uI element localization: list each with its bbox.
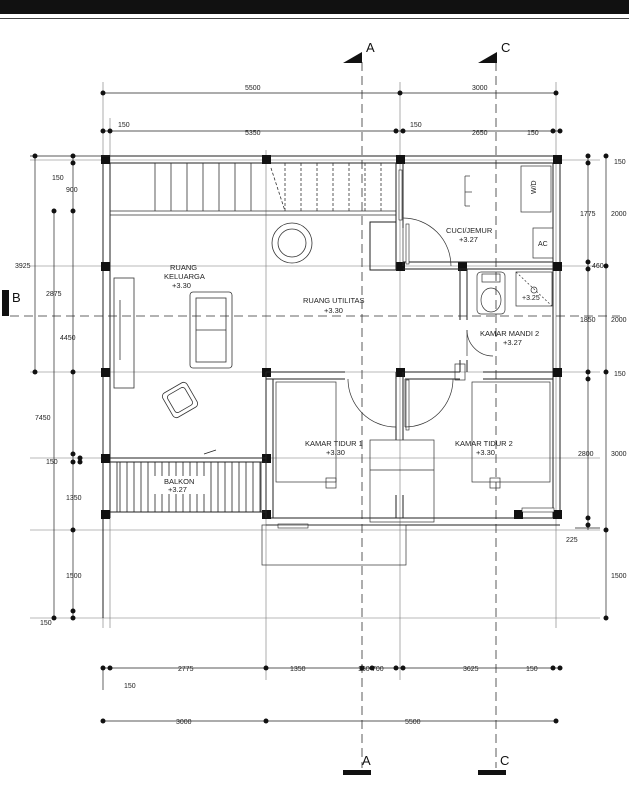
tidur2-name: KAMAR TIDUR 2 [455, 439, 513, 448]
section-label-a-bottom: A [362, 753, 371, 768]
dim-left-h: 1350 [66, 495, 82, 502]
washer-dryer-label: W/D [531, 180, 538, 194]
dim-right-e: 1850 [580, 317, 596, 324]
section-label-c-bottom: C [500, 753, 509, 768]
dimension-lines-left [30, 155, 110, 618]
dim-left-f: 7450 [35, 415, 51, 422]
dim-bottom-h: 3000 [176, 719, 192, 726]
door-swings [347, 217, 494, 428]
dim-right-g: 150 [614, 371, 626, 378]
keluarga-level: +3.30 [172, 281, 191, 290]
mandi-level: +3.27 [503, 338, 522, 347]
section-marker-b [2, 290, 9, 316]
family-room-furniture [113, 222, 313, 419]
utilitas-name: RUANG UTILITAS [303, 296, 365, 305]
dimension-dots-top [100, 90, 563, 134]
dim-right-k: 1500 [611, 573, 627, 580]
dim-bottom-c: 150 [358, 666, 370, 673]
dim-right-h: 2800 [578, 451, 594, 458]
dim-left-j: 150 [40, 620, 52, 627]
section-label-b: B [12, 290, 21, 305]
balkon-name: BALKON [164, 477, 194, 486]
dimension-dots-bottom [100, 665, 563, 724]
dimension-lines-right [575, 156, 607, 618]
section-lines [10, 62, 620, 768]
dim-right-a: 150 [614, 159, 626, 166]
balcony-label-bg [150, 476, 208, 494]
cuci-level: +3.27 [459, 235, 478, 244]
section-label-c-top: C [501, 40, 510, 55]
dim-right-j: 225 [566, 537, 578, 544]
dim-bottom-e: 3625 [463, 666, 479, 673]
grid-lines [30, 82, 600, 680]
dim-left-a: 150 [52, 175, 64, 182]
dimension-dots-left [32, 153, 83, 621]
dim-right-i: 3000 [611, 451, 627, 458]
title-bar [0, 0, 629, 14]
dimension-lines-top [103, 92, 560, 132]
dim-top-f: 2650 [472, 130, 488, 137]
bedroom-furniture [275, 381, 551, 523]
dim-bottom-b: 1350 [290, 666, 306, 673]
dim-left-b: 900 [66, 187, 78, 194]
laundry-fixtures [464, 165, 554, 259]
dim-left-c: 3925 [15, 263, 31, 270]
staircase [110, 163, 396, 216]
tidur1-name: KAMAR TIDUR 1 [305, 439, 363, 448]
section-marker-a-top [343, 52, 362, 63]
tidur2-level: +3.30 [476, 448, 495, 457]
dim-top-d: 5350 [245, 130, 261, 137]
section-marker-c-bottom [478, 770, 506, 775]
dim-bottom-a: 2775 [178, 666, 194, 673]
dim-top-c: 150 [118, 122, 130, 129]
mandi-name: KAMAR MANDI 2 [480, 329, 539, 338]
dim-top-b: 3000 [472, 85, 488, 92]
dim-bottom-f: 150 [526, 666, 538, 673]
dim-top-a: 5500 [245, 85, 261, 92]
dim-bottom-g: 150 [124, 683, 136, 690]
balcony-railing [110, 449, 266, 513]
interior-walls [265, 163, 553, 518]
dim-left-e: 4450 [60, 335, 76, 342]
terrace-outline [261, 524, 407, 566]
keluarga-name-2: KELUARGA [164, 272, 205, 281]
dimension-lines-bottom [102, 667, 560, 722]
tidur1-level: +3.30 [326, 448, 345, 457]
balkon-level: +3.27 [168, 485, 187, 494]
dim-bottom-d: 700 [372, 666, 384, 673]
room-labels: RUANG KELUARGA +3.30 RUANG UTILITAS +3.3… [164, 226, 539, 494]
cuci-name: CUCI/JEMUR [446, 226, 493, 235]
dim-left-i: 1500 [66, 573, 82, 580]
ac-label: AC [538, 241, 548, 248]
section-marker-c-top [478, 52, 497, 63]
dimension-dots-right [585, 153, 609, 621]
dim-right-c: 2000 [611, 211, 627, 218]
dim-left-g: 150 [46, 459, 58, 466]
keluarga-name-1: RUANG [170, 263, 197, 272]
bathroom-fixtures [476, 271, 553, 315]
dim-right-d: 460 [592, 263, 604, 270]
dim-top-g: 150 [527, 130, 539, 137]
window-frames [277, 169, 555, 529]
dim-right-f: 2000 [611, 317, 627, 324]
section-label-a-top: A [366, 40, 375, 55]
dim-bottom-i: 5500 [405, 719, 421, 726]
shower-level: +3.25 [522, 295, 540, 302]
dim-top-e: 150 [410, 122, 422, 129]
dim-right-b: 1775 [580, 211, 596, 218]
utilitas-level: +3.30 [324, 306, 343, 315]
title-bar-rule [0, 18, 629, 19]
dim-left-d: 2875 [46, 291, 62, 298]
section-marker-a-bottom [343, 770, 371, 775]
